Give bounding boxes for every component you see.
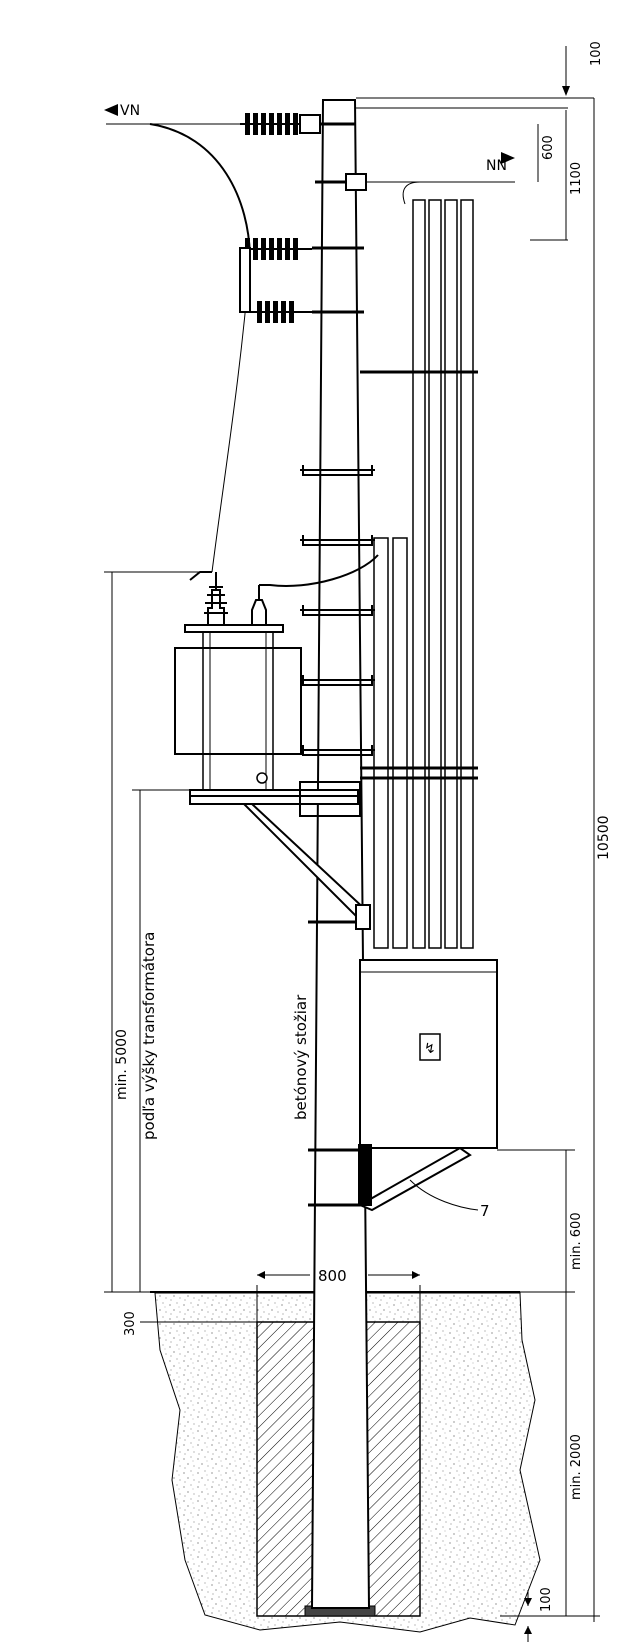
drain-valve (256, 772, 268, 784)
dim-100-bottom: 100 (539, 1587, 554, 1612)
transformer-lid (184, 624, 284, 633)
vn-arrow-icon (104, 104, 118, 116)
dim-min-5000: min. 5000 (114, 1029, 130, 1100)
nn-line: NN (345, 152, 515, 205)
cable-tubes-short (373, 537, 408, 949)
climbing-steps (300, 465, 375, 756)
lv-connection-cable (259, 554, 379, 587)
vn-line: VN (104, 103, 356, 573)
dim-min-2000: min. 2000 (569, 1434, 584, 1500)
switchbox: ↯ 7 (357, 959, 498, 1220)
transformer-height-label: podľa výšky transformátora (140, 932, 158, 1140)
dimensions-right: 100 600 1100 10500 min. 600 min. 2000 10… (356, 41, 612, 1642)
dim-100-top: 100 (589, 41, 604, 66)
item-7-leader (409, 1179, 479, 1211)
transformer (174, 554, 379, 930)
cable-clamps (360, 370, 478, 780)
dim-600: 600 (541, 135, 556, 160)
dim-10500: 10500 (596, 815, 612, 860)
lv-bushing (251, 585, 267, 626)
warning-sign-icon: ↯ (424, 1041, 436, 1057)
item-7-label: 7 (480, 1202, 490, 1220)
dim-300: 300 (123, 1311, 138, 1336)
hv-bushing (204, 572, 228, 626)
cable-bundle (360, 199, 478, 949)
transformer-tank (174, 647, 302, 755)
warning-sign (419, 1033, 441, 1061)
dim-1100: 1100 (569, 162, 584, 195)
vn-label: VN (120, 103, 140, 119)
nn-insulator (345, 173, 367, 191)
cable-tubes-long (412, 199, 474, 949)
pole-label: betónový stožiar (292, 994, 310, 1120)
switchbox-strut (357, 1146, 472, 1212)
surge-arrester-frame (239, 247, 251, 313)
vn-insulator-top-sheds (245, 113, 298, 135)
nn-arrow-icon (501, 152, 515, 164)
dimensions-left: min. 5000 podľa výšky transformátora 300… (104, 571, 421, 1336)
dim-min-600: min. 600 (569, 1212, 584, 1270)
concrete-pole (308, 99, 372, 1609)
dim-800: 800 (318, 1267, 347, 1285)
